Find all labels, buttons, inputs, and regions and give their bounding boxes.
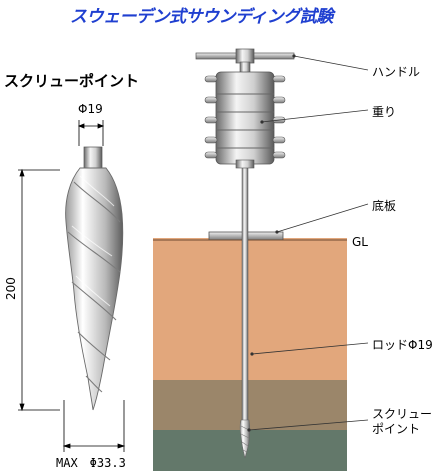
weight-label: 重り <box>372 105 397 119</box>
handle-label: ハンドル <box>372 65 421 79</box>
soil-layer-bottom <box>153 430 347 471</box>
base-plate-label: 底板 <box>372 199 397 213</box>
screw-point-detail <box>65 146 124 411</box>
length-dimension-label: 200 <box>4 277 18 300</box>
screw-point-heading: スクリューポイント <box>4 72 140 90</box>
diagram-title: スウェーデン式サウンディング試験 <box>70 7 333 27</box>
weight-stack <box>204 71 286 169</box>
soil-layer-top <box>153 238 347 380</box>
screw-point-in-ground <box>239 419 251 459</box>
rod <box>241 161 249 423</box>
screw-point-label: スクリュー ポイント <box>372 407 433 436</box>
max-diameter-label: MAX Φ33.3 <box>56 456 126 470</box>
leader-dots <box>247 54 296 432</box>
soil-layer-middle <box>153 380 347 430</box>
handle <box>195 48 295 75</box>
diameter-dimension-label: Φ19 <box>78 102 103 116</box>
rod-label: ロッドΦ19 <box>372 338 433 352</box>
dimension-lines <box>18 120 126 452</box>
leader-lines <box>248 55 369 431</box>
ground-level-label: GL <box>352 235 368 249</box>
